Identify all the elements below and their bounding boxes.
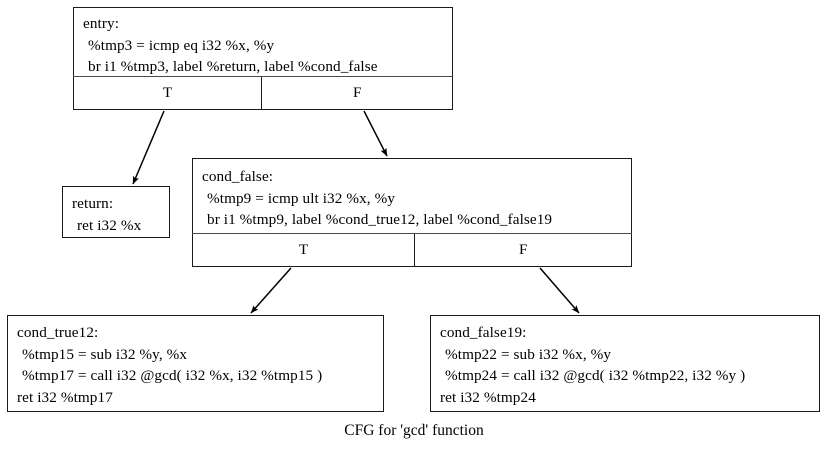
node-cond-false-port-false[interactable]: F	[414, 234, 633, 268]
node-return[interactable]: return: ret i32 %x	[62, 186, 170, 238]
node-cond-true12[interactable]: cond_true12: %tmp15 = sub i32 %y, %x %tm…	[7, 315, 384, 412]
node-cond-false-label: cond_false:	[202, 168, 274, 185]
node-cond-true12-line-0: %tmp15 = sub i32 %y, %x	[22, 345, 188, 363]
node-entry-port-false[interactable]: F	[261, 77, 454, 111]
node-return-label: return:	[72, 195, 114, 212]
node-cond-false-port-true[interactable]: T	[191, 234, 416, 268]
node-cond-false19[interactable]: cond_false19: %tmp22 = sub i32 %x, %y %t…	[430, 315, 820, 412]
graph-caption: CFG for 'gcd' function	[344, 422, 484, 439]
edge-cond-false-true-to-cond-true12	[250, 267, 292, 314]
node-cond-false19-body: cond_false19: %tmp22 = sub i32 %x, %y %t…	[431, 316, 819, 414]
node-cond-true12-body: cond_true12: %tmp15 = sub i32 %y, %x %tm…	[8, 316, 383, 414]
edge-entry-false-to-cond-false	[363, 110, 388, 157]
node-entry-body: entry: %tmp3 = icmp eq i32 %x, %y br i1 …	[74, 8, 452, 84]
node-cond-false19-line-2: ret i32 %tmp24	[440, 388, 536, 406]
node-return-line-0: ret i32 %x	[77, 216, 142, 234]
node-return-body: return: ret i32 %x	[63, 187, 169, 242]
node-entry-label: entry:	[83, 15, 120, 32]
node-entry[interactable]: entry: %tmp3 = icmp eq i32 %x, %y br i1 …	[72, 7, 454, 111]
node-cond-false19-label: cond_false19:	[440, 324, 527, 341]
edge-entry-true-to-return	[132, 110, 165, 185]
node-cond-true12-line-1: %tmp17 = call i32 @gcd( i32 %x, i32 %tmp…	[22, 367, 323, 384]
node-entry-line-1: br i1 %tmp3, label %return, label %cond_…	[88, 58, 378, 75]
node-entry-line-0: %tmp3 = icmp eq i32 %x, %y	[88, 36, 275, 54]
node-cond-false19-line-0: %tmp22 = sub i32 %x, %y	[445, 345, 612, 363]
edge-cond-false-false-to-cond-false19	[539, 267, 580, 314]
node-entry-port-bar: T F	[72, 76, 454, 111]
node-entry-port-true[interactable]: T	[72, 77, 263, 111]
node-cond-false[interactable]: cond_false: %tmp9 = icmp ult i32 %x, %y …	[191, 158, 633, 268]
node-cond-false-line-1: br i1 %tmp9, label %cond_true12, label %…	[207, 211, 553, 228]
node-cond-true12-label: cond_true12:	[17, 324, 99, 341]
node-cond-false-line-0: %tmp9 = icmp ult i32 %x, %y	[207, 189, 396, 207]
node-cond-false-port-bar: T F	[191, 233, 633, 268]
node-cond-true12-line-2: ret i32 %tmp17	[17, 388, 113, 406]
node-cond-false-body: cond_false: %tmp9 = icmp ult i32 %x, %y …	[193, 159, 631, 237]
node-cond-false19-line-1: %tmp24 = call i32 @gcd( i32 %tmp22, i32 …	[445, 367, 746, 384]
